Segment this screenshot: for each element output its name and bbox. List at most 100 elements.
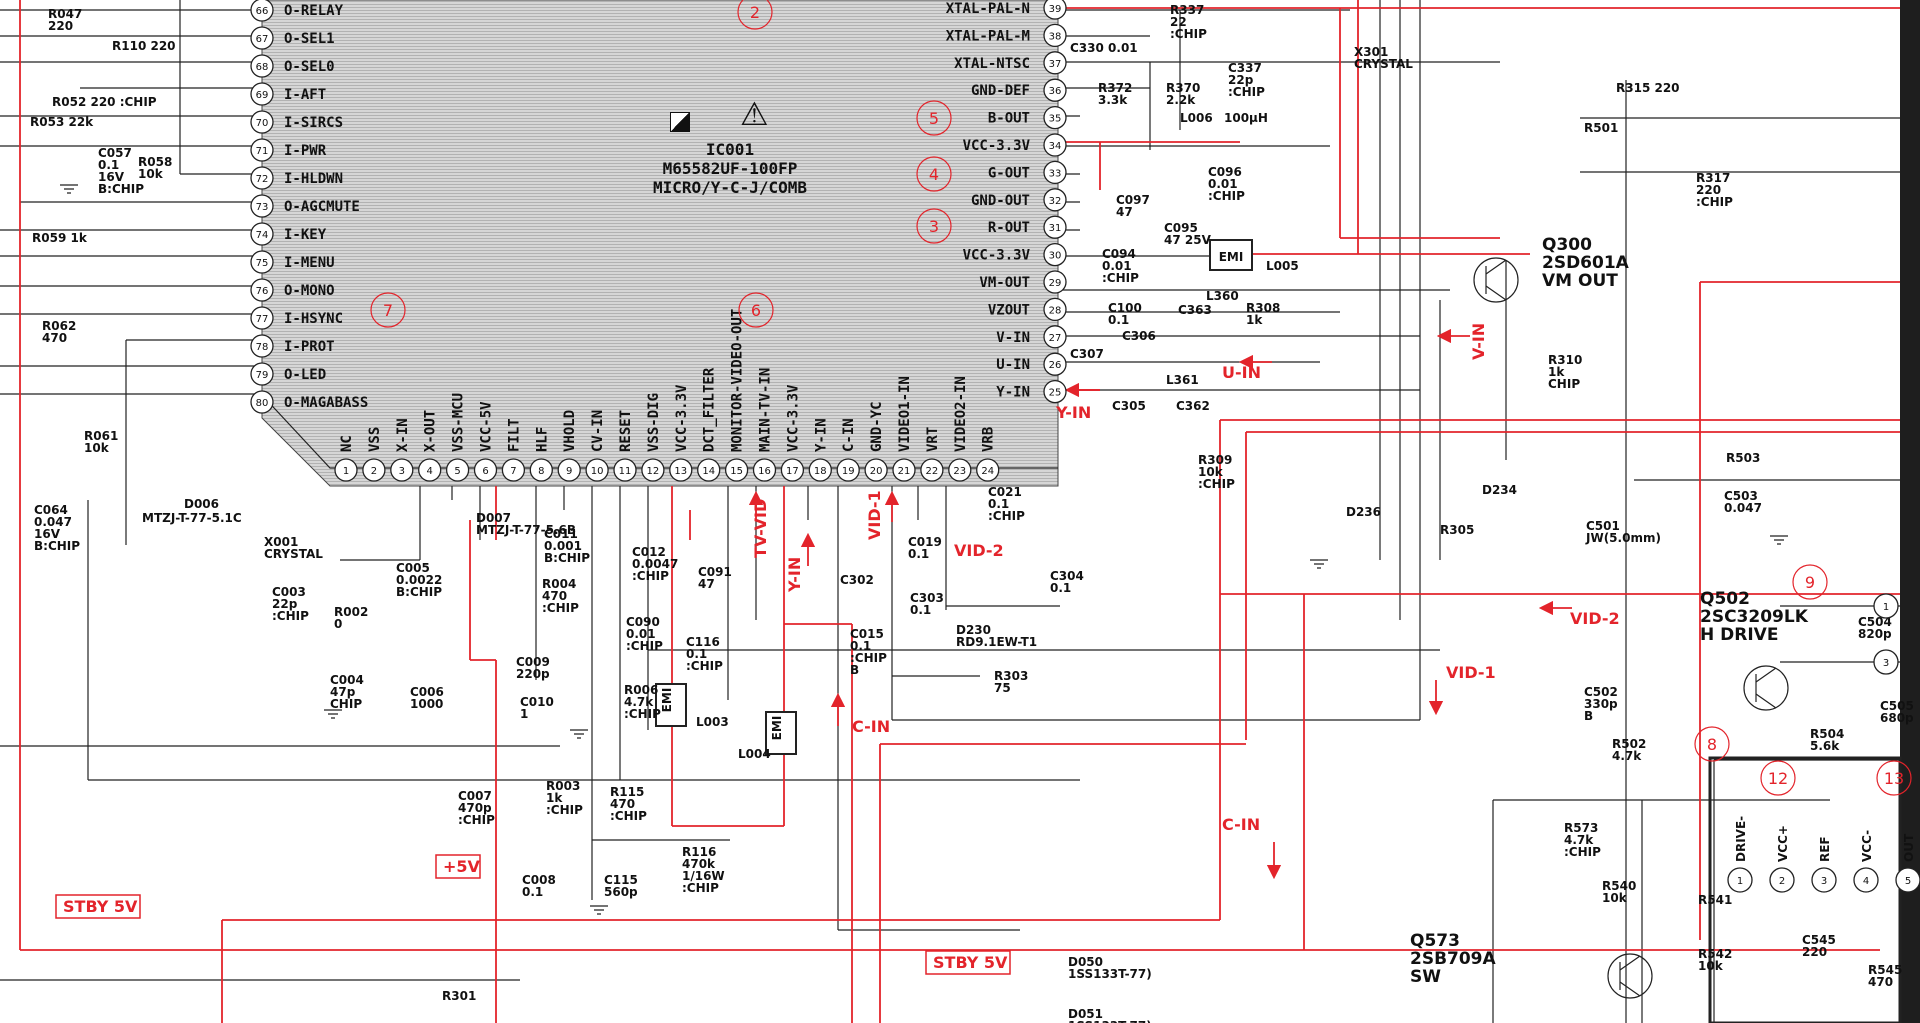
pin-name: DCT_FILTER — [702, 367, 718, 452]
callout-number: 4 — [929, 165, 939, 184]
emi-filter: EMI — [655, 683, 687, 727]
pin-name: V-IN — [996, 330, 1030, 346]
pin-number: 74 — [256, 230, 269, 241]
pin-circle — [1043, 78, 1067, 102]
power-net-box — [925, 950, 1011, 975]
pin-circle — [250, 278, 274, 302]
signal-label: VID-1 — [865, 490, 884, 540]
pin-number: 19 — [842, 466, 855, 477]
pin-name: U-IN — [996, 357, 1030, 373]
hybrid-pin-number: 1 — [1737, 876, 1743, 887]
pin-circle — [250, 390, 274, 414]
pin-name: VRB — [981, 427, 997, 452]
pin-circle — [250, 54, 274, 78]
pin-name: VCC-5V — [479, 401, 495, 452]
hybrid-pin-circle — [1811, 867, 1837, 893]
pin-number: 26 — [1049, 360, 1062, 371]
component-label: R305 — [1440, 523, 1474, 537]
callout-number: 12 — [1768, 769, 1788, 788]
pin-number: 32 — [1049, 196, 1062, 207]
pin-name: R-OUT — [988, 220, 1030, 236]
signal-label: C-IN — [1222, 815, 1260, 834]
pin-name: X-OUT — [423, 410, 439, 452]
pin-circle — [250, 138, 274, 162]
pin-circle — [1043, 51, 1067, 75]
ic-marker-icon — [670, 112, 690, 132]
pin-circle — [613, 458, 637, 482]
pin-circle — [1043, 160, 1067, 185]
pin-name: VIDEO2-IN — [953, 376, 969, 452]
pin-circle — [1043, 379, 1067, 404]
pin-number: 31 — [1049, 223, 1062, 234]
callout-number: 3 — [929, 217, 939, 236]
pin-circle — [976, 458, 1000, 482]
signal-label: VID-2 — [954, 541, 1004, 560]
hybrid-pin-name: OUT — [1902, 833, 1916, 862]
pin-circle — [445, 458, 470, 482]
signal-label: VID-2 — [1570, 609, 1620, 628]
hybrid-pin-name: VCC+ — [1776, 825, 1790, 862]
pin-name: I-SIRCS — [284, 115, 343, 131]
connector-pin-circle — [1873, 649, 1899, 675]
hybrid-pin-name: REF — [1818, 836, 1832, 862]
component-label: L006 — [1180, 111, 1213, 125]
signal-label: TV-VID — [751, 499, 770, 558]
power-net-label: +5V — [443, 857, 481, 876]
pin-name: I-KEY — [284, 227, 327, 243]
pin-circle — [948, 458, 972, 482]
pin-circle — [724, 458, 749, 482]
component-label: D006 — [184, 497, 219, 511]
pin-number: 75 — [256, 258, 269, 269]
power-net-label: STBY 5V — [933, 953, 1008, 972]
pin-number: 76 — [256, 286, 269, 297]
pin-name: B-OUT — [988, 111, 1030, 127]
component-label: C307 — [1070, 347, 1104, 361]
pin-number: 28 — [1049, 305, 1062, 316]
pin-number: 11 — [619, 466, 632, 477]
pin-name: VZOUT — [988, 302, 1030, 318]
pin-name: O-SEL0 — [284, 59, 335, 75]
pin-circle — [1043, 297, 1067, 322]
pin-circle — [1043, 23, 1067, 48]
pin-number: 9 — [566, 466, 572, 477]
pin-number: 8 — [538, 466, 544, 477]
component-label: D234 — [1482, 483, 1517, 497]
pin-number: 69 — [256, 90, 269, 101]
power-net-box — [435, 854, 481, 879]
q502-transistor-symbol — [1743, 665, 1789, 711]
component-label: C363 — [1178, 303, 1212, 317]
pin-name: G-OUT — [988, 165, 1030, 181]
connector-pin-circle — [1873, 593, 1899, 619]
pin-circle — [697, 458, 721, 482]
pin-name: VCC-3.3V — [785, 384, 801, 452]
callout-circle — [916, 156, 952, 192]
pin-number: 35 — [1049, 114, 1062, 125]
pin-name: O-MAGABASS — [284, 395, 368, 411]
pin-name: XTAL-NTSC — [954, 56, 1030, 72]
pin-number: 71 — [256, 146, 269, 157]
